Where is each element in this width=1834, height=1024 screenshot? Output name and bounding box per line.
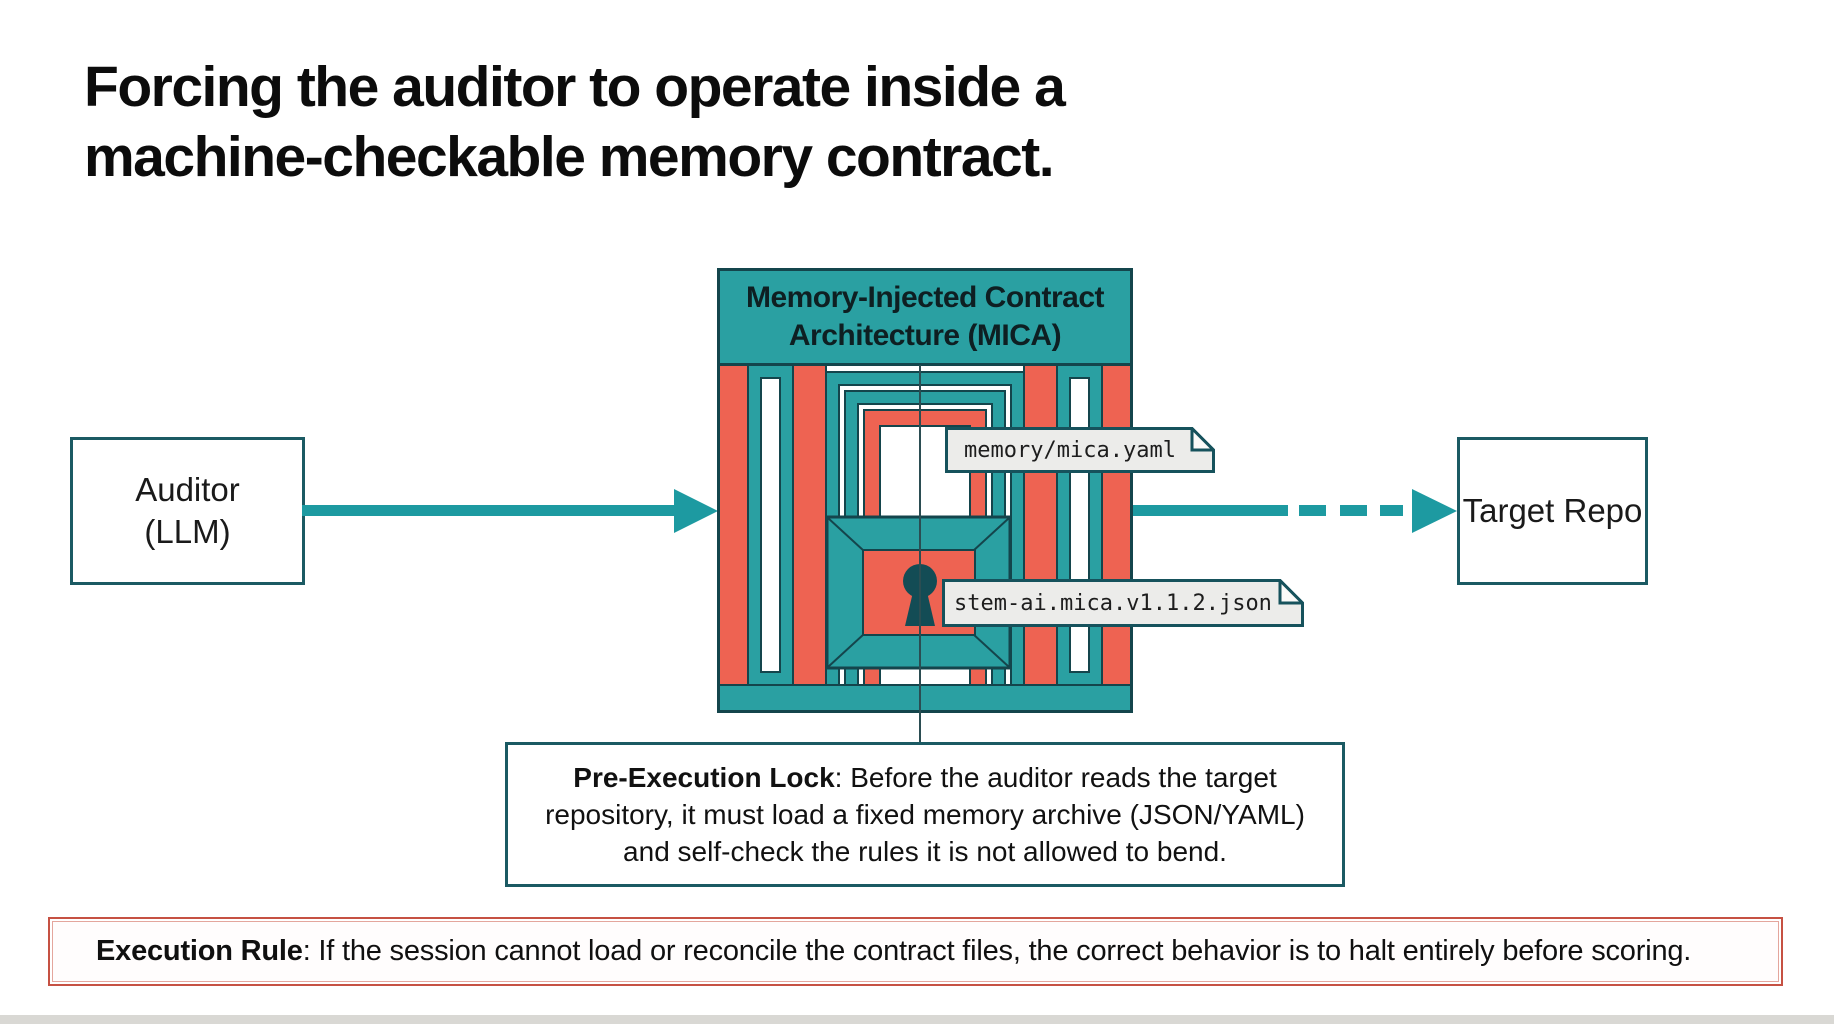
note-bold-lead: Pre-Execution Lock [573, 762, 835, 793]
mica-lock-pattern [717, 268, 1133, 742]
folded-corner-icon [1278, 579, 1304, 605]
execution-rule-rest: : If the session cannot load or reconcil… [302, 935, 1692, 967]
note-line-1: Pre-Execution Lock: Before the auditor r… [573, 759, 1276, 796]
right-bars [1023, 364, 1132, 686]
page-title-line-2: machine-checkable memory contract. [84, 125, 1055, 189]
pre-execution-note-box: Pre-Execution Lock: Before the auditor r… [505, 742, 1345, 887]
note-line-3: and self-check the rules it is not allow… [623, 836, 1227, 867]
folded-corner-icon [1190, 427, 1215, 452]
auditor-label-line-1: Auditor [135, 471, 240, 508]
arrow-dash [1340, 505, 1367, 516]
auditor-llm-box: Auditor (LLM) [70, 437, 305, 585]
auditor-label-line-2: (LLM) [144, 513, 231, 550]
execution-rule-bold-lead: Execution Rule [96, 935, 303, 967]
mica-header-band [717, 268, 1133, 366]
arrow-mica-to-target-segment [1133, 505, 1288, 516]
arrow-dash [1380, 505, 1403, 516]
bottom-edge-strip [0, 1015, 1834, 1024]
mica-header-line-2: Architecture (MICA) [788, 318, 1062, 352]
yaml-file-tag [945, 427, 1215, 473]
note-line-1-rest: : Before the auditor reads the target [834, 762, 1277, 793]
mica-header-line-1: Memory-Injected Contract [745, 280, 1105, 314]
left-bars [718, 364, 827, 686]
json-file-tag-label: stem-ai.mica.v1.1.2.json [954, 590, 1272, 616]
target-repo-label: Target Repo [1462, 492, 1643, 529]
mica-outer-border [717, 268, 1133, 713]
arrow-dash [1299, 505, 1326, 516]
arrowhead-icon [1412, 489, 1457, 533]
arrowhead-icon [674, 489, 718, 533]
page-title-line-1: Forcing the auditor to operate inside a [84, 55, 1066, 119]
arrow-auditor-to-mica [302, 505, 676, 516]
execution-rule-text: Execution Rule: If the session cannot lo… [96, 935, 1691, 968]
target-repo-box: Target Repo [1457, 437, 1648, 585]
json-file-tag [942, 579, 1304, 627]
mica-header-title: Memory-Injected Contract Architecture (M… [717, 268, 1133, 365]
bottom-band [718, 684, 1132, 712]
note-line-2: repository, it must load a fixed memory … [545, 799, 1305, 830]
execution-rule-banner: Execution Rule: If the session cannot lo… [48, 917, 1783, 986]
page-title: Forcing the auditor to operate inside a … [84, 52, 1484, 192]
yaml-file-tag-label: memory/mica.yaml [964, 437, 1176, 463]
